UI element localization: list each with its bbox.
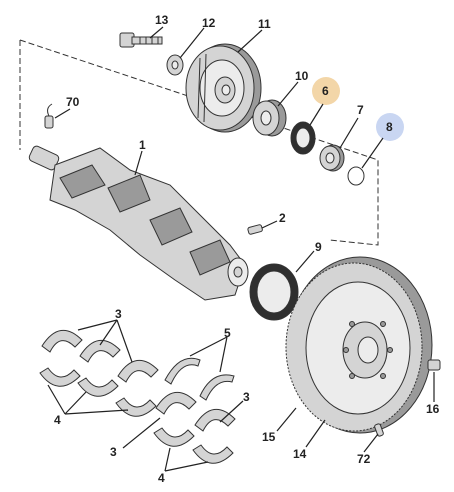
bearing-7 (319, 144, 345, 172)
callout-3-top: 3 (115, 307, 122, 321)
callout-16: 16 (426, 402, 440, 416)
bolt-16 (427, 359, 441, 371)
callout-7: 7 (357, 103, 364, 117)
dowel-pin-2 (247, 224, 263, 235)
leader-lines (47, 26, 435, 472)
callout-1: 1 (139, 138, 146, 152)
callout-6: 6 (322, 84, 329, 98)
washer-12 (166, 54, 184, 76)
rear-seal-9 (249, 263, 299, 321)
highlight-8 (376, 113, 404, 141)
assembly-outline (19, 39, 379, 246)
callout-3-right: 3 (243, 390, 250, 404)
callout-10: 10 (295, 69, 309, 83)
callout-9: 9 (315, 240, 322, 254)
callout-13: 13 (155, 13, 169, 27)
callout-5: 5 (224, 326, 231, 340)
sensor-70 (44, 103, 54, 129)
callout-15: 15 (262, 430, 276, 444)
pin-72 (374, 423, 384, 437)
main-bearing-shells (39, 330, 159, 417)
damper-pulley-11 (185, 43, 262, 133)
callout-12: 12 (202, 16, 216, 30)
callout-labels: 13 12 11 10 6 7 8 70 1 2 9 3 5 4 3 3 4 1… (54, 13, 440, 485)
sprocket-10 (252, 99, 287, 137)
callout-72: 72 (357, 452, 371, 466)
callout-8: 8 (386, 120, 393, 134)
callout-4-bottom: 4 (158, 471, 165, 485)
o-ring-8 (347, 166, 365, 186)
crankshaft-1 (28, 145, 249, 301)
flywheel-15 (285, 256, 433, 434)
highlight-6 (312, 77, 340, 105)
callout-3-bottom: 3 (110, 445, 117, 459)
callout-70: 70 (66, 95, 80, 109)
thrust-washers-5 (164, 357, 235, 401)
callout-14: 14 (293, 447, 307, 461)
callout-2: 2 (279, 211, 286, 225)
oil-seal-6 (290, 121, 316, 155)
bolt-13 (119, 32, 163, 48)
conrod-bearing-shells (153, 392, 236, 464)
callout-4-left: 4 (54, 413, 61, 427)
callout-11: 11 (258, 17, 271, 31)
